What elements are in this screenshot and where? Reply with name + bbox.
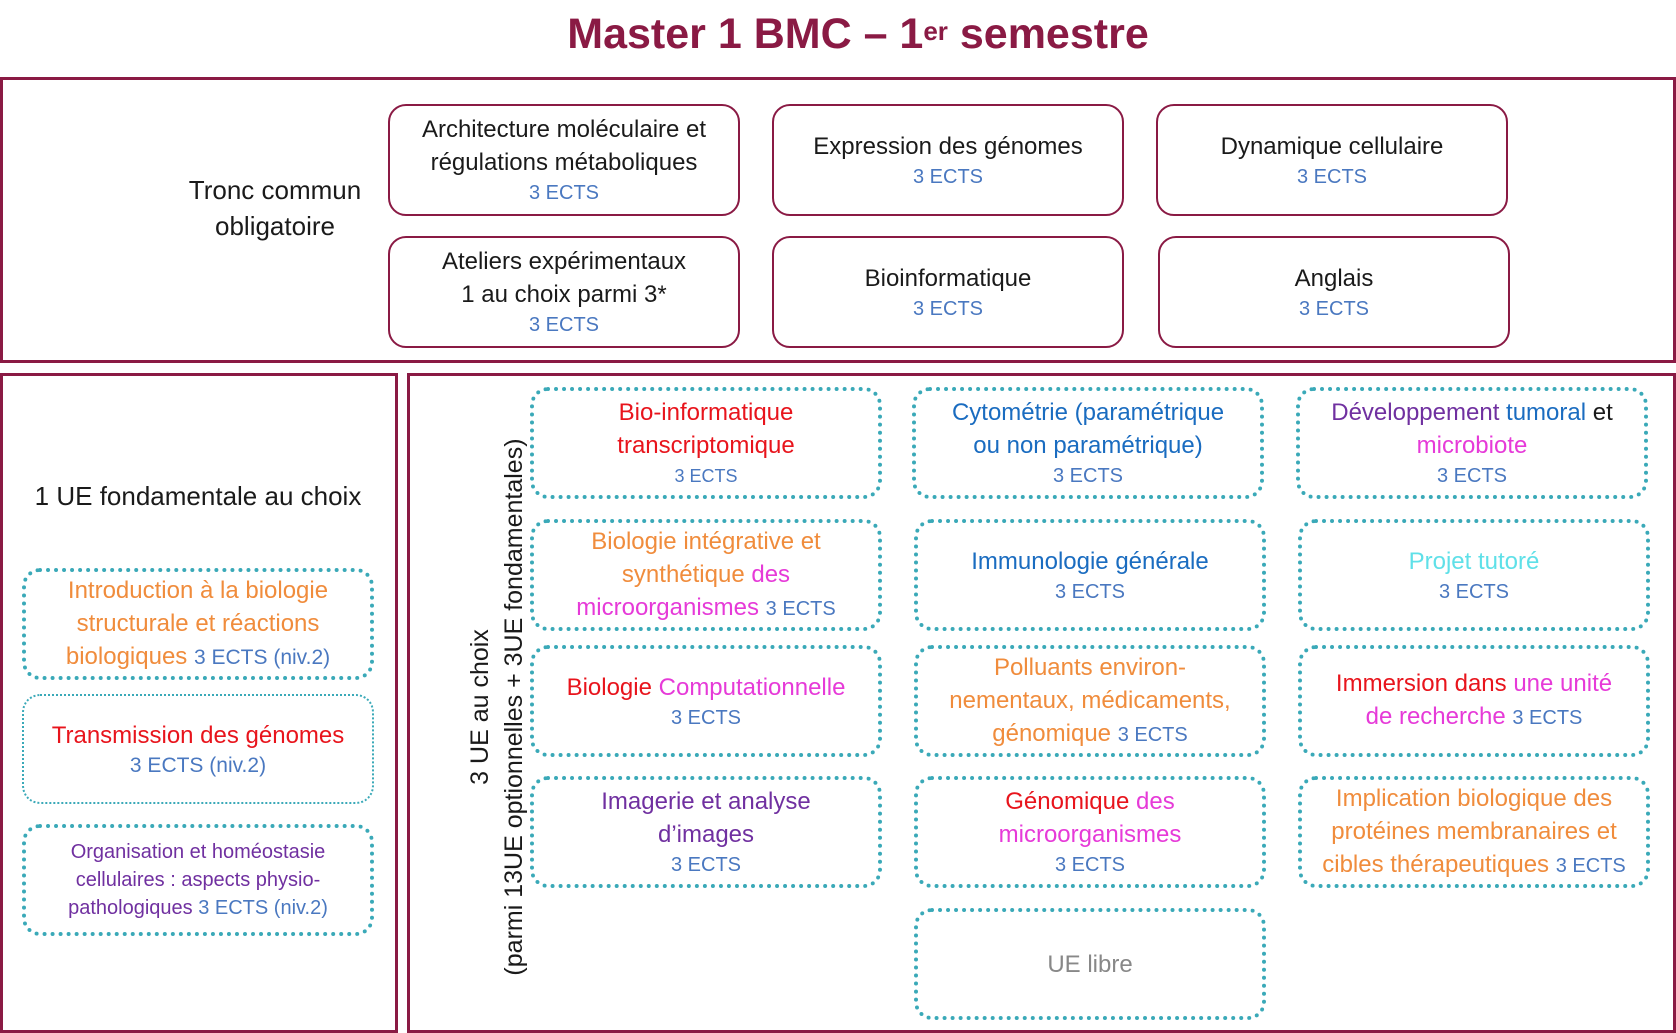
opt-ue-biologie-computationnelle: Biologie Computationnelle 3 ECTS (530, 645, 882, 757)
opt-ue-cytometrie: Cytométrie (paramétrique ou non paramétr… (912, 387, 1264, 499)
fundamental-section-label: 1 UE fondamentale au choix (34, 481, 362, 511)
optional-section-label: 3 UE au choix (parmi 13UE optionnelles +… (466, 438, 528, 976)
opt-ue-immersion-recherche: Immersion dans une unité de recherche 3 … (1298, 645, 1650, 757)
page-title: Master 1 BMC – 1er semestre (567, 10, 1149, 58)
opt-ue-implication-biologique: Implication biologique des protéines mem… (1298, 776, 1650, 888)
core-ue-dynamique: Dynamique cellulaire 3 ECTS (1156, 104, 1508, 216)
core-section-label: Tronc commun obligatoire (188, 175, 362, 241)
opt-ue-polluants: Polluants environ- nementaux, médicament… (914, 645, 1266, 757)
opt-ue-bioinfo-transcriptomique: Bio-informatique transcriptomique 3 ECTS (530, 387, 882, 499)
opt-ue-genomique-microorganismes: Génomique des microorganismes 3 ECTS (914, 776, 1266, 888)
opt-ue-biologie-integrative: Biologie intégrative et synthétique des … (530, 519, 882, 631)
core-ue-architecture: Architecture moléculaire et régulations … (388, 104, 740, 216)
core-section-panel (0, 77, 1676, 363)
core-ue-ateliers: Ateliers expérimentaux 1 au choix parmi … (388, 236, 740, 348)
fund-ue-transmission-genomes: Transmission des génomes 3 ECTS (niv.2) (22, 694, 374, 804)
fund-ue-biologie-structurale: Introduction à la biologie structurale e… (22, 568, 374, 680)
fund-ue-organisation-homeostasie: Organisation et homéostasie cellulaires … (22, 824, 374, 936)
opt-ue-libre: UE libre (914, 908, 1266, 1020)
opt-ue-imagerie: Imagerie et analyse d’images 3 ECTS (530, 776, 882, 888)
opt-ue-developpement-tumoral: Développement tumoral et microbiote 3 EC… (1296, 387, 1648, 499)
core-ue-bioinformatique: Bioinformatique 3 ECTS (772, 236, 1124, 348)
core-ue-expression: Expression des génomes 3 ECTS (772, 104, 1124, 216)
opt-ue-projet-tutore: Projet tutoré 3 ECTS (1298, 519, 1650, 631)
fundamental-section-panel (0, 373, 398, 1033)
core-ue-anglais: Anglais 3 ECTS (1158, 236, 1510, 348)
optional-section-panel (407, 373, 1676, 1033)
opt-ue-immunologie: Immunologie générale 3 ECTS (914, 519, 1266, 631)
